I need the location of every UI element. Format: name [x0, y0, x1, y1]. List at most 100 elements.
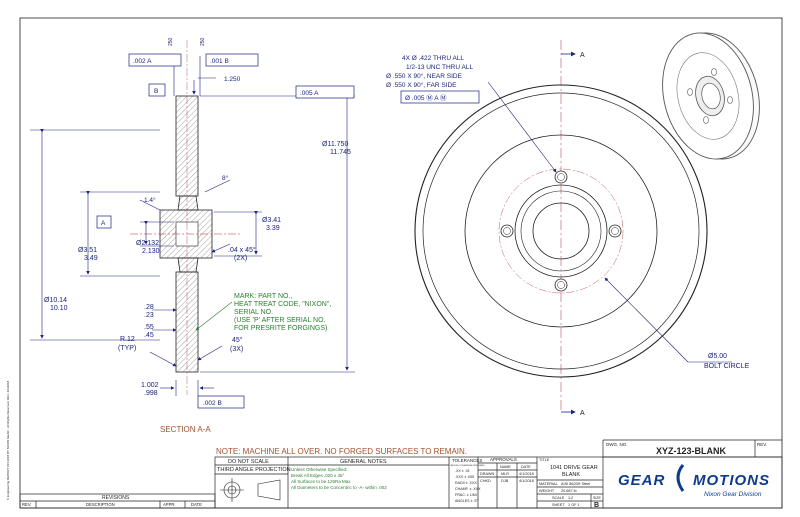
note-line-1: Unless Otherwise Specified: [291, 467, 347, 472]
bore-dim-lo: 2.130 [142, 248, 160, 255]
date-col-header: DATE [191, 502, 202, 507]
thick1-hi: .28 [144, 304, 154, 311]
isometric-view [662, 32, 760, 160]
rim-dim-lo: 10.10 [50, 305, 68, 312]
sheet-value: 1 OF 1 [568, 503, 580, 507]
projection-label: THIRD ANGLE PROJECTION [217, 467, 291, 473]
section-web-upper [177, 195, 199, 211]
bolt-hole-right [608, 224, 622, 238]
chamfer-count: (2X) [234, 255, 247, 262]
logo-division: Nixon Gear Division [704, 491, 762, 498]
bolt-circle-dia: Ø5.00 [708, 353, 727, 360]
section-view [130, 40, 240, 395]
od-dim-hi: Ø11.750 [322, 141, 348, 148]
title-label: TITLE [539, 458, 550, 462]
gear-motions-logo [676, 464, 685, 492]
mark-note-line3: SERIAL NO. [234, 309, 273, 316]
fcf-top-1 [128, 53, 182, 67]
radius-dim: R.12 [120, 336, 135, 343]
hub-dim-hi: Ø3.41 [262, 217, 281, 224]
logo-text-motions: MOTIONS [693, 472, 770, 489]
third-angle-symbol [220, 478, 281, 502]
hole-callout-line1: 4X Ø .422 THRU ALL [402, 55, 464, 62]
general-notes-header: GENERAL NOTES [340, 459, 387, 465]
section-arrow-top: A [580, 52, 585, 59]
angle-1-4: 1.4° [144, 196, 156, 204]
note-line-3: All Surfaces to be 125Ra Max [291, 479, 351, 484]
section-arrow-bottom: A [580, 410, 585, 417]
bolt-hole-top [554, 170, 568, 184]
title-block-frame [19, 439, 783, 509]
hole-callout-line2: 1/2-13 UNC THRU ALL [406, 64, 473, 71]
tolerances-sub: UNLESS OTHERWISE SPECIFIED [450, 465, 485, 467]
datum-a-label: A [101, 220, 106, 227]
weight-label: WEIGHT [539, 489, 555, 493]
side-copyright: © Engineering REPORT ON 2018 BY NIXON GE… [6, 380, 10, 500]
fcf-bottom [197, 395, 245, 409]
thick1-lo: .23 [144, 312, 154, 319]
angle-8: 8° [222, 174, 229, 182]
size-value: B [594, 502, 599, 509]
logo-text-gear: GEAR [618, 472, 665, 489]
datum-b-label: B [154, 88, 158, 95]
dwg-no-value: XYZ-123-BLANK [656, 446, 727, 456]
title-line2: BLANK [562, 472, 580, 478]
approvals-name-col: NAME [500, 465, 511, 469]
step-dim-hi: Ø3.51 [78, 247, 97, 254]
surface-finish-1: 250 [168, 37, 174, 46]
drawn-label: DRAWN [480, 472, 494, 476]
tol-4: CHAMF. ± .XXX [455, 487, 481, 491]
fcf-top-2-text: .001 B [210, 58, 229, 65]
machine-note: NOTE: MACHINE ALL OVER. NO FORGED SURFAC… [216, 447, 467, 456]
hole-callout-line4: Ø .550 X 90°, FAR SIDE [386, 81, 457, 89]
hole-callout-line3: Ø .550 X 90°, NEAR SIDE [386, 72, 463, 80]
appr-col-header: APPR. [163, 502, 176, 507]
mark-note-line1: MARK: PART NO., [234, 293, 292, 300]
size-label: SIZE [593, 496, 601, 500]
angle-45-note: (3X) [230, 346, 243, 353]
tol-1: .XX ± .01 [455, 469, 470, 473]
bolt-circle-label: BOLT CIRCLE [704, 363, 750, 370]
hole-callout-fcf: Ø .005 Ⓜ A Ⓜ [405, 94, 447, 102]
mark-note-line2: HEAT TREAT CODE, "NIXON", [234, 301, 331, 308]
rev-label: REV. [757, 442, 767, 447]
do-not-scale: DO NOT SCALE [228, 459, 269, 465]
hub-dim-lo: 3.39 [266, 225, 280, 232]
bolt-hole-left [500, 224, 514, 238]
datum-b-box [148, 83, 166, 97]
width-dim-hi: 1.002 [141, 382, 159, 389]
od-dim-lo: 11.745 [330, 149, 351, 156]
thick2-hi: .55 [144, 324, 154, 331]
surface-finish-2: 250 [200, 37, 206, 46]
fcf-top-2 [205, 53, 259, 67]
scale-value: 1:2 [568, 496, 573, 500]
tolerances-header: TOLERANCES [452, 458, 482, 463]
drawn-date: 4/1/2018 [519, 472, 534, 476]
rev-col-header: REV. [22, 502, 31, 507]
revisions-header: REVISIONS [102, 495, 130, 501]
hole-fcf-box [400, 90, 480, 104]
bore-dim-hi: Ø2.132 [136, 240, 159, 247]
desc-col-header: DESCRIPTION [86, 502, 115, 507]
bolt-hole-bottom [554, 278, 568, 292]
mark-note-line5: FOR PRESRITE FORGINGS) [234, 325, 327, 332]
checked-name: DJB [501, 479, 509, 483]
material-label: MATERIAL [539, 482, 558, 486]
tol-3: RADII ± .XXX [455, 481, 477, 485]
fcf-face [295, 85, 355, 99]
drawn-name: MLR [501, 472, 509, 476]
checked-label: CHKD [480, 479, 491, 483]
approvals-date-col: DATE [521, 465, 531, 469]
section-title: SECTION A-A [160, 425, 211, 434]
dim-1250: 1.250 [224, 76, 241, 83]
thick2-lo: .45 [144, 332, 154, 339]
section-web-lower [177, 257, 199, 273]
front-view [414, 40, 708, 410]
datum-a-box [96, 215, 112, 229]
step-dim-lo: 3.49 [84, 255, 98, 262]
radius-note: (TYP) [118, 345, 136, 352]
mark-note-line4: (USE 'P' AFTER SERIAL NO. [234, 317, 326, 324]
chamfer-dim: .04 x 45° [228, 246, 256, 254]
material-value: AISI 8620H Steel [561, 482, 590, 486]
dwg-no-label: DWG. NO. [606, 442, 628, 447]
